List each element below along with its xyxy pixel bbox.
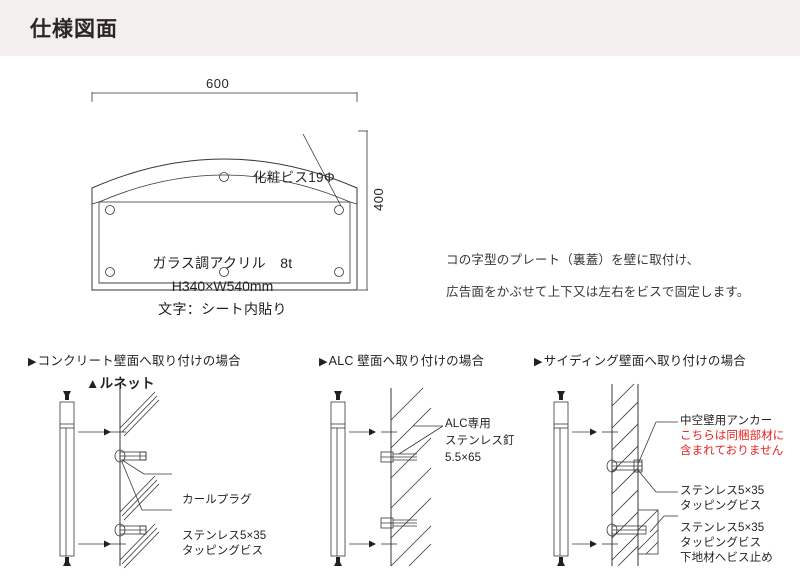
label-not-included-line-2: 含まれておりません (680, 445, 784, 457)
label-stainless-screw-spec-upper: ステンレス5×35 (680, 485, 765, 497)
plate-specification-text: ガラス調アクリル 8t H340×W540mm 文字：シート内貼り (105, 252, 340, 321)
height-dimension-label: 400 (371, 187, 386, 211)
concrete-hatch (119, 391, 160, 569)
anchor-lower (114, 523, 147, 537)
panel-alc: ▶ALC 壁面へ取り付けの場合 (313, 346, 579, 580)
backing-material-block (637, 509, 659, 555)
label-stainless-screw-spec: ステンレス5×35 (182, 530, 267, 542)
width-dimension-label: 600 (206, 76, 230, 91)
page-title: 仕様図面 (30, 18, 118, 41)
lunette-inner-panel (98, 201, 351, 284)
anchor-upper (114, 449, 147, 463)
alc-nail-lower (380, 517, 417, 529)
sign-plate-profile (59, 401, 75, 557)
hollow-wall-anchor (606, 459, 643, 473)
panel-siding-figure (553, 383, 678, 567)
plate-end-caps (557, 391, 565, 566)
label-hollow-wall-anchor: 中空壁用アンカー (680, 415, 773, 427)
lunette-drawing-area: 600 400 化粧ビス19Φ ガラス調アクリル 8t H340×W540mm … (0, 56, 800, 391)
dimension-height (358, 130, 368, 291)
alignment-arrows (349, 428, 397, 548)
label-nail-size: 5.5×65 (445, 452, 482, 464)
alc-nail-upper (380, 451, 417, 463)
panel-alc-title-text: ALC 壁面へ取り付けの場合 (328, 354, 485, 368)
label-alc-dedicated: ALC専用 (445, 418, 491, 430)
page-header: 仕様図面 (0, 0, 800, 56)
lunette-outline (91, 158, 358, 291)
screw-holes (105, 172, 344, 277)
plate-spec-line-3: 文字：シート内貼り (158, 301, 287, 317)
label-stainless-screw-spec-lower: ステンレス5×35 (680, 522, 765, 534)
panel-concrete-figure (59, 388, 172, 569)
triangle-bullet-icon: ▶ (319, 356, 328, 368)
label-leader (398, 425, 444, 455)
screw-callout-leader (302, 133, 342, 207)
label-tapping-screw-upper: タッピングビス (680, 500, 762, 512)
label-leaders (121, 459, 172, 511)
sign-plate-profile (553, 401, 569, 557)
panel-siding-title: ▶サイディング壁面へ取り付けの場合 (534, 350, 746, 369)
panel-concrete-title: ▶コンクリート壁面へ取り付けの場合 (28, 350, 241, 369)
screw-callout-label: 化粧ビス19Φ (253, 170, 335, 185)
siding-wall (611, 383, 639, 567)
installation-note-line-2: 広告面をかぶせて上下又は左右をビスで固定します。 (446, 285, 750, 299)
panel-siding-title-text: サイディング壁面へ取り付けの場合 (543, 354, 746, 368)
plate-spec-line-2: H340×W540mm (171, 278, 274, 294)
plate-end-caps (334, 391, 342, 566)
installation-note-line-1: コの字型のプレート（裏蓋）を壁に取付け、 (446, 253, 700, 267)
label-fix-to-backing: 下地材へビス止め (680, 552, 773, 564)
panel-alc-title: ▶ALC 壁面へ取り付けの場合 (319, 350, 484, 369)
sign-plate-profile (330, 401, 346, 557)
lunette-caption: ▲ルネット (86, 376, 155, 391)
dimension-width (91, 92, 358, 102)
label-curl-plug: カールプラグ (182, 494, 252, 506)
label-stainless-nail: ステンレス釘 (445, 435, 515, 447)
label-not-included-line-1: こちらは同梱部材に (680, 430, 785, 442)
panel-siding: ▶サイディング壁面へ取り付けの場合 (528, 346, 794, 580)
installation-note: コの字型のプレート（裏蓋）を壁に取付け、 広告面をかぶせて上下又は左右をビスで固… (446, 244, 776, 308)
triangle-bullet-icon: ▶ (534, 356, 543, 368)
panel-concrete-title-text: コンクリート壁面へ取り付けの場合 (37, 354, 241, 368)
alignment-arrows (572, 428, 618, 548)
panel-concrete: ▶コンクリート壁面へ取り付けの場合 (22, 346, 288, 580)
label-leaders (637, 421, 678, 533)
label-tapping-screw-lower: タッピングビス (680, 537, 762, 549)
triangle-bullet-icon: ▶ (28, 356, 37, 368)
plate-spec-line-1: ガラス調アクリル 8t (152, 255, 293, 271)
backing-screw (606, 523, 647, 537)
alc-hatch (390, 387, 432, 567)
plate-end-caps (63, 391, 71, 566)
alignment-arrows (78, 428, 126, 548)
panel-alc-figure (330, 387, 444, 567)
label-tapping-screw: タッピングビス (182, 545, 264, 557)
lunette-figure (91, 92, 368, 291)
